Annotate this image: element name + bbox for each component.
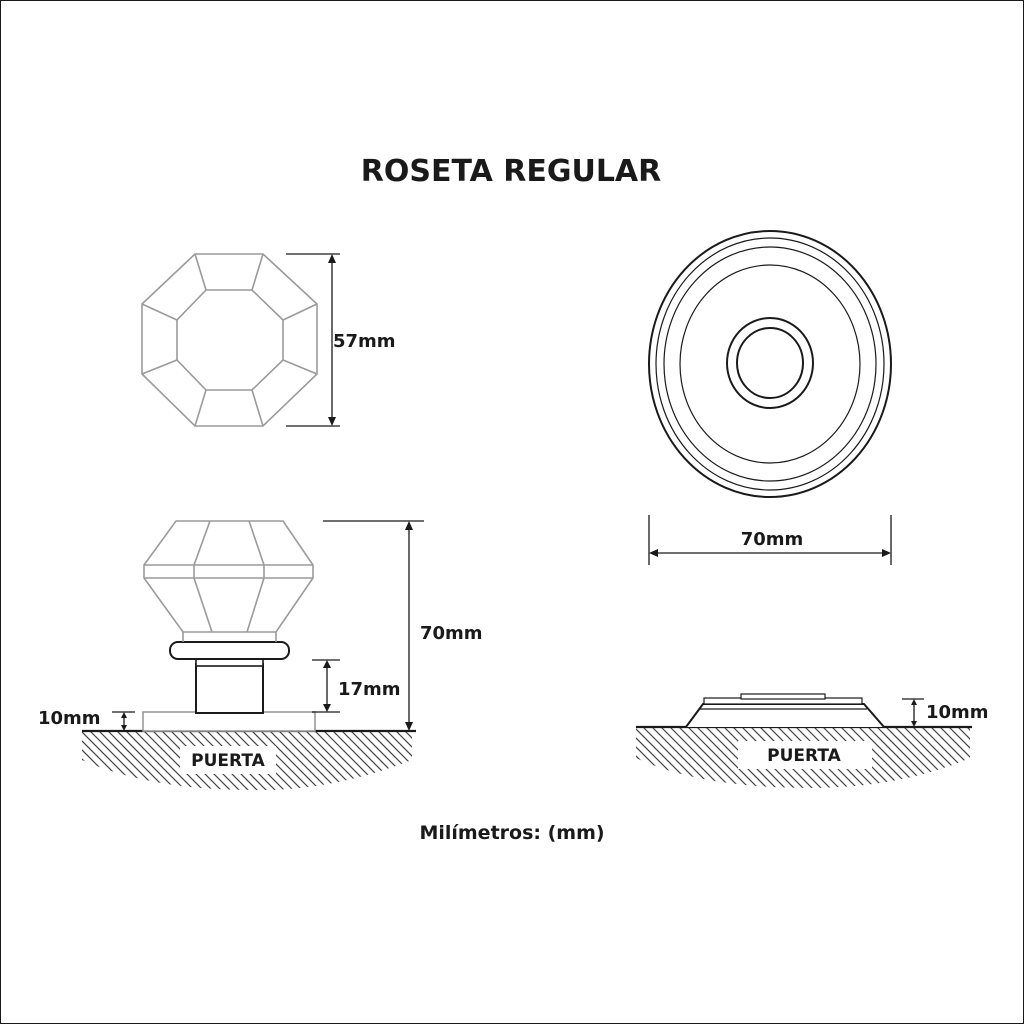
hatch-line: [251, 731, 317, 791]
hatch-line: [966, 727, 970, 788]
rosette-outer-ring: [648, 230, 892, 498]
hatch-line: [125, 731, 191, 791]
hatch-line: [260, 731, 326, 791]
hatch-line: [359, 731, 412, 791]
door-label-left: PUERTA: [191, 751, 265, 771]
hatch-line: [678, 727, 745, 788]
knob-collar: [169, 641, 290, 660]
rosette-profile: [685, 703, 885, 728]
knob-height-label: 70mm: [420, 623, 483, 644]
knob-base-plate: [142, 711, 316, 732]
hatch-line: [134, 731, 200, 791]
knob-width-label: 57mm: [333, 331, 396, 352]
hatch-line: [669, 727, 736, 788]
hatch-line: [377, 731, 412, 791]
rosette-side-view: PUERTA 10mm: [636, 693, 989, 788]
hatch-line: [636, 727, 637, 788]
knob-body: [143, 520, 314, 633]
hatch-line: [395, 731, 412, 791]
knob-neck: [195, 663, 264, 714]
hatch-line: [957, 727, 970, 788]
octagon-outer: [141, 253, 318, 427]
rosette-hole-outer: [726, 317, 814, 409]
rosette-diameter-label: 70mm: [741, 529, 804, 550]
hatch-line: [687, 727, 754, 788]
door-label-right: PUERTA: [767, 746, 841, 766]
hatch-line: [930, 727, 970, 788]
page-title: ROSETA REGULAR: [361, 154, 662, 189]
hatch-line: [636, 727, 646, 788]
octagon-inner: [176, 289, 284, 391]
hatch-line: [921, 727, 970, 788]
knob-neck-label: 17mm: [338, 679, 401, 700]
hatch-line: [939, 727, 970, 788]
hatch-line: [948, 727, 970, 788]
rosette-height-label: 10mm: [926, 702, 989, 723]
units-note: Milímetros: (mm): [419, 822, 604, 844]
hatch-line: [116, 731, 182, 791]
knob-top-view: 57mm: [141, 253, 396, 427]
rosette-hole-inner: [736, 327, 804, 399]
hatch-line: [82, 731, 83, 791]
hatch-line: [386, 731, 412, 791]
hatch-line: [82, 731, 92, 791]
knob-base-label: 10mm: [38, 708, 101, 729]
hatch-line: [368, 731, 412, 791]
hatch-line: [269, 731, 335, 791]
hatch-line: [143, 731, 209, 791]
rosette-front-view: 70mm: [648, 230, 892, 565]
hatch-line: [696, 727, 763, 788]
knob-side-view: PUERTA 70mm 17mm 10mm: [38, 520, 483, 791]
hatch-line: [404, 731, 412, 791]
